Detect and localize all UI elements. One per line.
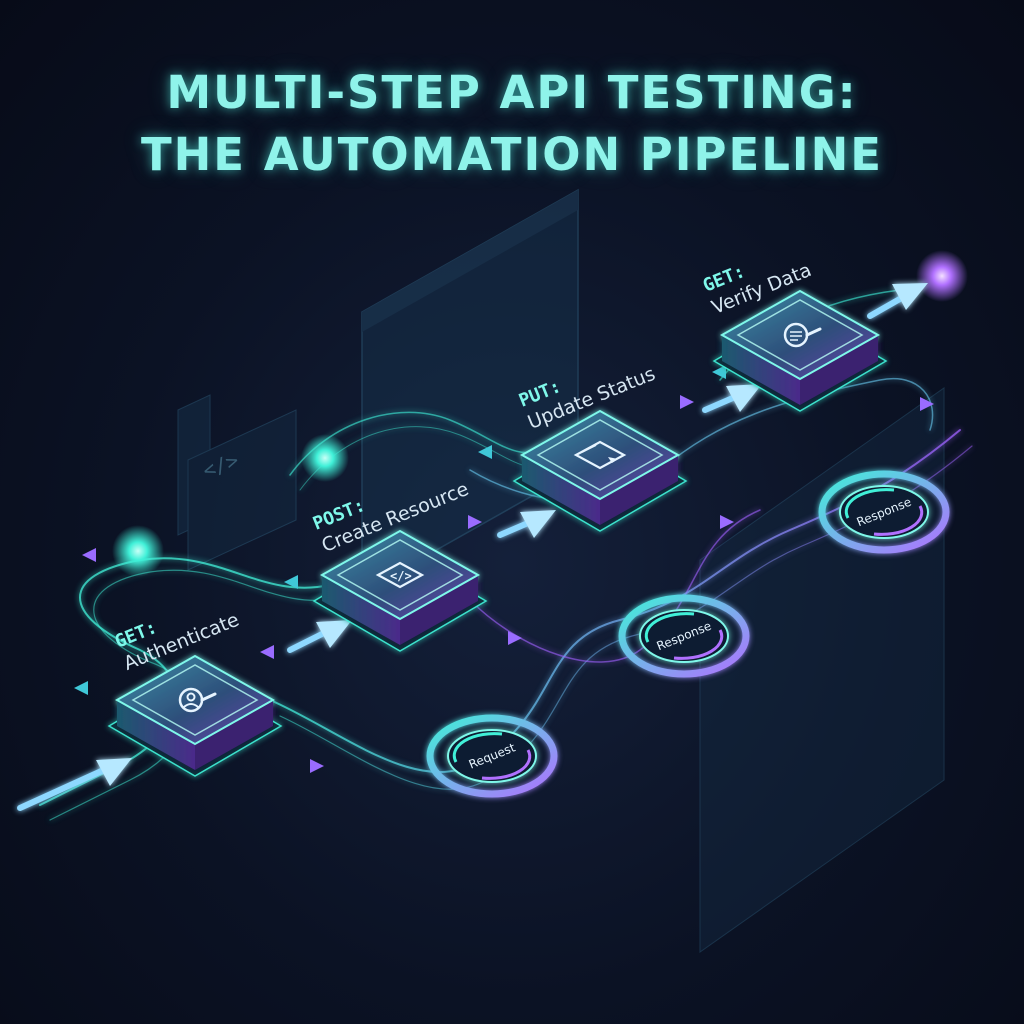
glow-dot-end	[916, 250, 968, 302]
code-panel-right	[699, 387, 945, 953]
glow-dot-left	[112, 525, 164, 577]
cycle-ring-2: Response	[618, 594, 750, 678]
cycle-ring-1: Request	[426, 714, 558, 798]
step-node-1	[107, 654, 283, 777]
title-block: MULTI-STEP API TESTING: THE AUTOMATION P…	[0, 62, 1024, 186]
arrow-icon	[17, 758, 132, 811]
code-panel-left: </>	[177, 394, 297, 571]
small-arrow-icon	[74, 681, 88, 695]
browser-cursor-icon	[573, 440, 627, 470]
arrow-icon	[287, 620, 352, 653]
small-arrow-icon	[260, 645, 274, 659]
code-window-icon: </>	[375, 561, 425, 589]
svg-text:</>: </>	[390, 569, 412, 583]
small-arrow-icon	[720, 515, 734, 529]
small-arrow-icon	[310, 759, 324, 773]
step-label-1: GET:Authenticate	[112, 609, 242, 675]
small-arrow-icon	[712, 365, 726, 379]
arrow-icon	[497, 510, 556, 538]
small-arrow-icon	[82, 548, 96, 562]
title-line-2: THE AUTOMATION PIPELINE	[140, 128, 884, 181]
glow-dot-mid	[301, 434, 349, 482]
small-arrow-icon	[284, 575, 298, 589]
title-line-1: MULTI-STEP API TESTING:	[166, 66, 858, 119]
step-node-4	[712, 289, 888, 412]
code-panel-back	[361, 188, 579, 594]
direction-arrows	[17, 283, 934, 811]
document-search-icon	[783, 322, 822, 348]
step-node-3	[512, 409, 688, 532]
user-search-icon	[178, 687, 217, 713]
small-arrow-icon	[920, 397, 934, 411]
small-arrow-icon	[680, 395, 694, 409]
cycle-ring-3: Response	[818, 470, 950, 554]
small-arrow-icon	[468, 515, 482, 529]
arrow-icon	[867, 283, 928, 319]
small-arrow-icon	[508, 631, 522, 645]
step-node-2: </>	[312, 529, 488, 652]
arrow-icon	[702, 384, 762, 413]
small-arrow-icon	[478, 445, 492, 459]
